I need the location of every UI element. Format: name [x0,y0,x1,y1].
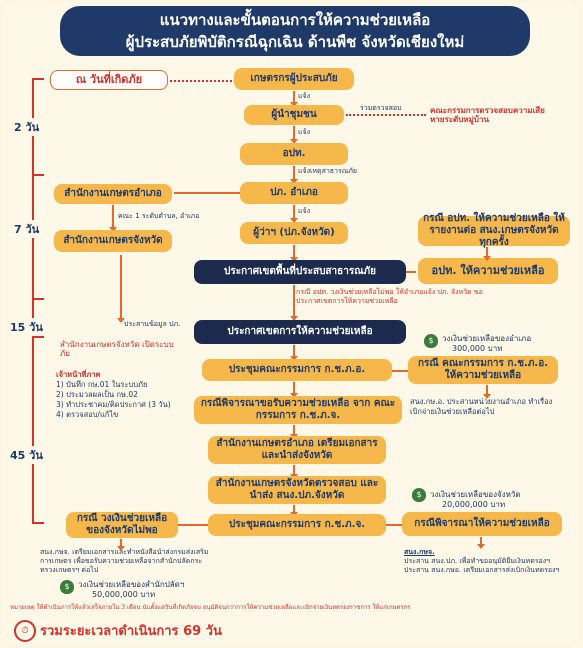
provincial-budget-amount: 20,000,000 บาท [442,500,506,509]
case-provincial-help-box: กรณีพิจารณาให้ความช่วยเหลือ [402,512,562,536]
provincial-note-2: ประสาน สนง.กษอ. เตรียมเอกสารส่งเบิกเงินท… [404,566,560,574]
arrow-connector [178,524,208,526]
provincial-budget-label: วงเงินช่วยเหลือของจังหวัด [430,490,521,499]
sao-note: กรณี อปท. วงเงินช่วยเหลือไม่พอ ให้อำเภอแ… [296,288,483,305]
report-label: แจ้ง [298,92,311,100]
total-time: รวมระยะเวลาดำเนินการ 69 วัน [40,624,222,639]
timeline-tick [32,78,44,80]
jointly-survey-label: ร่วมตรวจสอบ [360,104,402,112]
arrow-down [290,465,298,479]
district-agri-prepare-box: สำนักงานเกษตรอำเภอ เตรียมเอกสาร และนำส่ง… [208,436,386,464]
provincial-check-box: สำนักงานเกษตรจังหวัดตรวจสอบ และนำส่ง สนง… [208,476,386,504]
arrow-down [290,382,298,398]
arrow-down [290,505,298,517]
farmers-box: เกษตรกรผู้ประสบภัย [234,68,354,90]
arrow-down [290,285,298,321]
ministry-budget-amount: 50,000,000 บาท [92,590,156,599]
case-consider-box: กรณีพิจารณาขอรับความช่วยเหลือ จาก คณะกรร… [194,396,402,424]
officer-task-list: 1) บันทึก กษ.01 ในระบบภัย 2) ประมวลผลเป็… [56,380,171,419]
provincial-note-title: สนง.กษจ. [404,548,435,556]
case-budget-insufficient-box: กรณี วงเงินช่วยเหลือ ของจังหวัดไม่พอ [66,512,178,538]
ministry-budget-label: วงเงินช่วยเหลือของสำนักปลัดฯ [78,580,185,589]
provincial-agri-box: สำนักงานเกษตรจังหวัด [54,230,172,252]
committee-report-label: คณะ 1 ระดับตำบล, อำเภอ [118,212,200,220]
district-note: สนง.กษ.อ. ประสานหน่วยงานอำเภอ ทำเรื่องเบ… [410,397,553,416]
arrow-down [290,205,298,223]
arrow-down [109,205,117,232]
report-disaster-label: แจ้งเหตุสาธารณภัย [298,167,357,175]
money-bag-icon: $ [412,488,426,502]
timeline-7-days: 7 วัน [14,220,40,238]
timeline-tick [32,336,44,338]
case-district-committee-box: กรณี คณะกรรมการ ก.ช.ภ.อ. ให้ความช่วยเหลื… [408,356,558,384]
arrow-down [290,245,298,262]
timeline-tick [32,298,44,300]
arrow-connector [392,370,408,372]
report-label: แจ้ง [298,128,311,136]
arrow-down [483,385,491,399]
village-head-box: ผู้นำชุมชน [244,105,344,125]
money-bag-icon: $ [424,334,438,348]
timeline-tick [32,522,44,524]
sao-box: อปท. [240,143,348,165]
footnote: หมายเหตุ ให้ดำเนินการให้แล้วเสร็จภายใน 3… [10,604,411,611]
report-label: แจ้ง [298,207,311,215]
provincial-notes: สนง.กษจ. ประสาน สนง.ปภ. เพื่อทำขออนุมัติ… [404,548,564,575]
budget-note: สนง.กษจ. เตรียมเอกสารและทำหนังสือนำส่งกร… [40,548,209,574]
arrow-connector [170,80,232,82]
case-sao-help-box: กรณี อปท. ให้ความช่วยเหลือ ให้รายงานต่อ … [418,213,570,248]
arrow-connector [174,192,240,194]
arrow-connector [406,271,416,273]
arrow-down [290,425,298,439]
timeline-line [32,78,34,523]
provincial-agri-open-label: สำนักงานเกษตรจังหวัด เปิดระบบภัย [60,340,174,358]
timeline-tick [32,174,44,176]
arrow-connector [346,114,426,116]
arrow-down [290,345,298,361]
arrow-down [290,166,298,184]
arrow-connector [386,524,402,526]
meeting-district-box: ประชุมคณะกรรมการ ก.ช.ภ.อ. [202,359,392,381]
disaster-day-box: ณ วันที่เกิดภัย [50,70,168,90]
provincial-note-1: ประสาน สนง.ปภ. เพื่อทำขออนุมัติยืมเงินทด… [404,557,551,565]
arrow-down [290,126,298,144]
sao-help-box: อปท. ให้ความช่วยเหลือ [418,258,558,284]
district-agri-box: สำนักงานเกษตรอำเภอ [54,184,172,204]
money-bag-icon: $ [60,580,74,594]
title-line-1: แนวทางและขั้นตอนการให้ความช่วยเหลือ [159,11,431,29]
timeline-15-days: 15 วัน [10,318,43,336]
district-budget-label: วงเงินช่วยเหลือของอำเภอ [442,334,532,343]
declare-disaster-box: ประกาศเขตพื้นที่ประสบสาธารณภัย [194,260,406,284]
coordinate-info-label: ประสานข้อมูล ปภ. [124,320,181,328]
survey-committee-label: คณะกรรมการตรวจสอบความเสียหายระดับหมู่บ้า… [430,106,545,124]
arrow-down [290,91,298,107]
officer-tasks: เจ้าหน้าที่ภาค 1) บันทึก กษ.01 ในระบบภัย… [56,370,196,420]
district-budget-amount: 300,000 บาท [452,344,503,353]
district-officer-box: ปภ. อำเภอ [240,182,348,204]
title-line-2: ผู้ประสบภัยพิบัติกรณีฉุกเฉิน ด้านพืช จัง… [125,33,465,51]
arrow-down [477,537,485,549]
timeline-45-days: 45 วัน [10,446,43,464]
declare-help-box: ประกาศเขตการให้ความช่วยเหลือ [194,320,406,344]
meeting-provincial-box: ประชุมคณะกรรมการ ก.ช.ภ.จ. [208,514,386,536]
arrow-up [483,247,491,261]
timeline-2-days: 2 วัน [14,118,40,136]
arrow-up [117,255,125,323]
clock-icon: ⏱ [14,620,36,642]
officer-title: เจ้าหน้าที่ภาค [56,370,101,379]
arrow-down [117,539,125,551]
governor-box: ผู้ว่าฯ (ปภ.จังหวัด) [240,222,348,244]
page-title: แนวทางและขั้นตอนการให้ความช่วยเหลือ ผู้ป… [60,6,530,56]
